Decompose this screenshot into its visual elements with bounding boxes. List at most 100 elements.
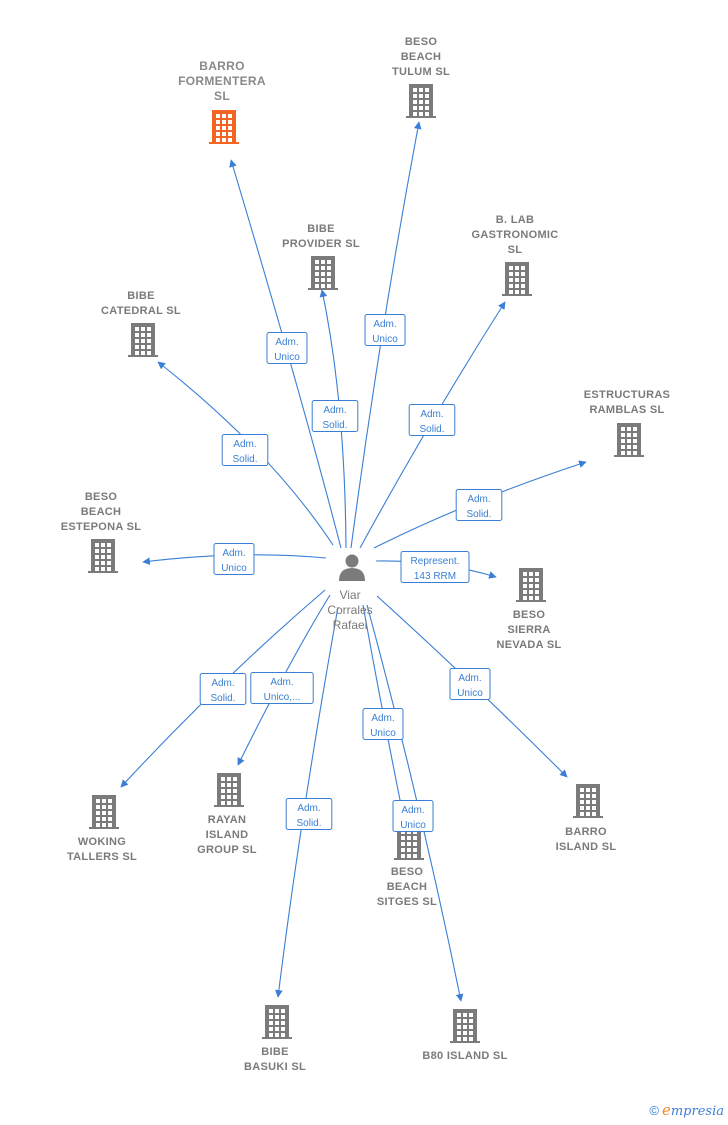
company-label: BASUKI SL: [244, 1061, 306, 1073]
company-label: SITGES SL: [377, 896, 437, 908]
brand-footer[interactable]: ©empresia: [649, 1101, 724, 1119]
company-label: GASTRONOMIC: [471, 229, 558, 241]
edge-label-woking-tallers[interactable]: Adm.Solid.: [199, 673, 247, 705]
edge-label-text: Unico: [221, 563, 247, 574]
company-label: BESO: [405, 36, 438, 48]
company-node-beso-sierra-nevada[interactable]: BESO SIERRA NEVADA SL: [496, 568, 561, 651]
edge-label-box: [250, 672, 314, 704]
company-label: BARRO: [199, 59, 245, 73]
edge-label-text: Solid.: [322, 420, 347, 431]
building-icon: [128, 323, 158, 357]
person-icon: [339, 554, 365, 581]
edge-label-beso-beach-estepona[interactable]: Adm.Unico: [213, 543, 255, 575]
edge-beso-beach-sitges: [362, 604, 406, 816]
edge-label-text: Adm.: [420, 409, 443, 420]
building-icon: [502, 262, 532, 296]
copyright-icon: ©: [649, 1103, 659, 1118]
edge-label-box: [199, 673, 247, 705]
company-label: B80 ISLAND SL: [422, 1050, 507, 1062]
company-node-beso-beach-estepona[interactable]: BESO BEACH ESTEPONA SL: [61, 491, 142, 573]
building-icon: [88, 539, 118, 573]
edge-label-barro-formentera[interactable]: Adm.Unico: [266, 332, 308, 364]
edge-label-bibe-provider[interactable]: Adm. Solid.: [311, 400, 359, 432]
edge-label-rayan-island-group[interactable]: Adm.Unico,...: [250, 672, 314, 704]
company-label: FORMENTERA: [178, 74, 266, 88]
company-label: TULUM SL: [392, 66, 450, 78]
edge-label-box: [455, 489, 503, 521]
brand-name: mpresia: [670, 1104, 724, 1119]
edge-label-beso-sierra-nevada[interactable]: Represent.143 RRM: [400, 551, 470, 583]
edge-label-text: Adm.: [211, 678, 234, 689]
company-label: BEACH: [81, 506, 122, 518]
building-icon: [214, 773, 244, 807]
edge-label-text: Solid.: [419, 424, 444, 435]
edge-label-text: Unico: [457, 688, 483, 699]
edge-label-bibe-basuki[interactable]: Adm.Solid.: [285, 798, 333, 830]
edge-label-box: [362, 708, 404, 740]
company-label: NEVADA SL: [496, 639, 561, 651]
edge-label-text: Adm.: [373, 319, 396, 330]
company-label: ESTRUCTURAS: [584, 389, 670, 401]
edge-label-text: Unico: [370, 728, 396, 739]
company-label: SL: [214, 89, 230, 103]
company-node-beso-beach-tulum[interactable]: BESO BEACH TULUM SL: [392, 36, 450, 118]
company-label: TALLERS SL: [67, 851, 137, 863]
edge-label-b-lab-gastronomic[interactable]: Adm. Solid.: [408, 404, 456, 436]
edge-label-text: Solid.: [296, 818, 321, 829]
edge-label-box: [392, 800, 434, 832]
company-label: SIERRA: [507, 624, 550, 636]
edge-label-text: Solid.: [232, 454, 257, 465]
company-node-bibe-catedral[interactable]: BIBE CATEDRAL SL: [101, 290, 181, 357]
company-label: WOKING: [78, 836, 126, 848]
company-label: BESO: [513, 609, 546, 621]
edge-label-text: Unico: [372, 334, 398, 345]
edge-label-beso-beach-sitges[interactable]: Adm.Unico: [362, 708, 404, 740]
edge-label-text: Represent.: [411, 556, 460, 567]
company-label: CATEDRAL SL: [101, 305, 181, 317]
edge-label-box: [449, 668, 491, 700]
edge-label-beso-beach-tulum[interactable]: Adm. Unico: [364, 314, 406, 346]
edge-label-text: Unico,...: [264, 692, 301, 703]
company-label: BIBE: [261, 1046, 288, 1058]
edge-label-estructuras-ramblas[interactable]: Adm.Solid.: [455, 489, 503, 521]
edge-label-box: [221, 434, 269, 466]
edge-label-bibe-catedral[interactable]: Adm. Solid.: [221, 434, 269, 466]
company-label: GROUP SL: [197, 844, 257, 856]
company-label: ESTEPONA SL: [61, 521, 142, 533]
company-label: BEACH: [401, 51, 442, 63]
edge-label-text: Adm.: [401, 805, 424, 816]
building-icon: [450, 1009, 480, 1043]
company-node-estructuras-ramblas[interactable]: ESTRUCTURAS RAMBLAS SL: [584, 389, 670, 457]
company-label: BESO: [85, 491, 118, 503]
edge-label-text: Adm.: [323, 405, 346, 416]
company-label: RAMBLAS SL: [589, 404, 664, 416]
building-icon-highlight: [209, 110, 239, 144]
edge-label-text: Adm.: [233, 439, 256, 450]
brand-logo-mark: e: [661, 1101, 671, 1119]
company-label: BEACH: [387, 881, 428, 893]
edge-label-b80-island[interactable]: Adm.Unico: [392, 800, 434, 832]
company-node-b80-island[interactable]: B80 ISLAND SL: [422, 1009, 507, 1062]
edge-barro-formentera: [229, 159, 342, 549]
person-label: Rafael: [333, 618, 368, 632]
edge-label-barro-island[interactable]: Adm. Unico: [449, 668, 491, 700]
company-node-bibe-basuki[interactable]: BIBE BASUKI SL: [244, 1005, 306, 1073]
company-label: ISLAND SL: [556, 841, 617, 853]
edge-label-box: [311, 400, 359, 432]
company-label: BIBE: [127, 290, 154, 302]
company-label: RAYAN: [208, 814, 247, 826]
company-label: SL: [508, 244, 523, 256]
edge-label-text: Adm.: [458, 673, 481, 684]
company-node-woking-tallers[interactable]: WOKING TALLERS SL: [67, 795, 137, 863]
edge-label-box: [213, 543, 255, 575]
edge-label-text: Unico: [274, 352, 300, 363]
